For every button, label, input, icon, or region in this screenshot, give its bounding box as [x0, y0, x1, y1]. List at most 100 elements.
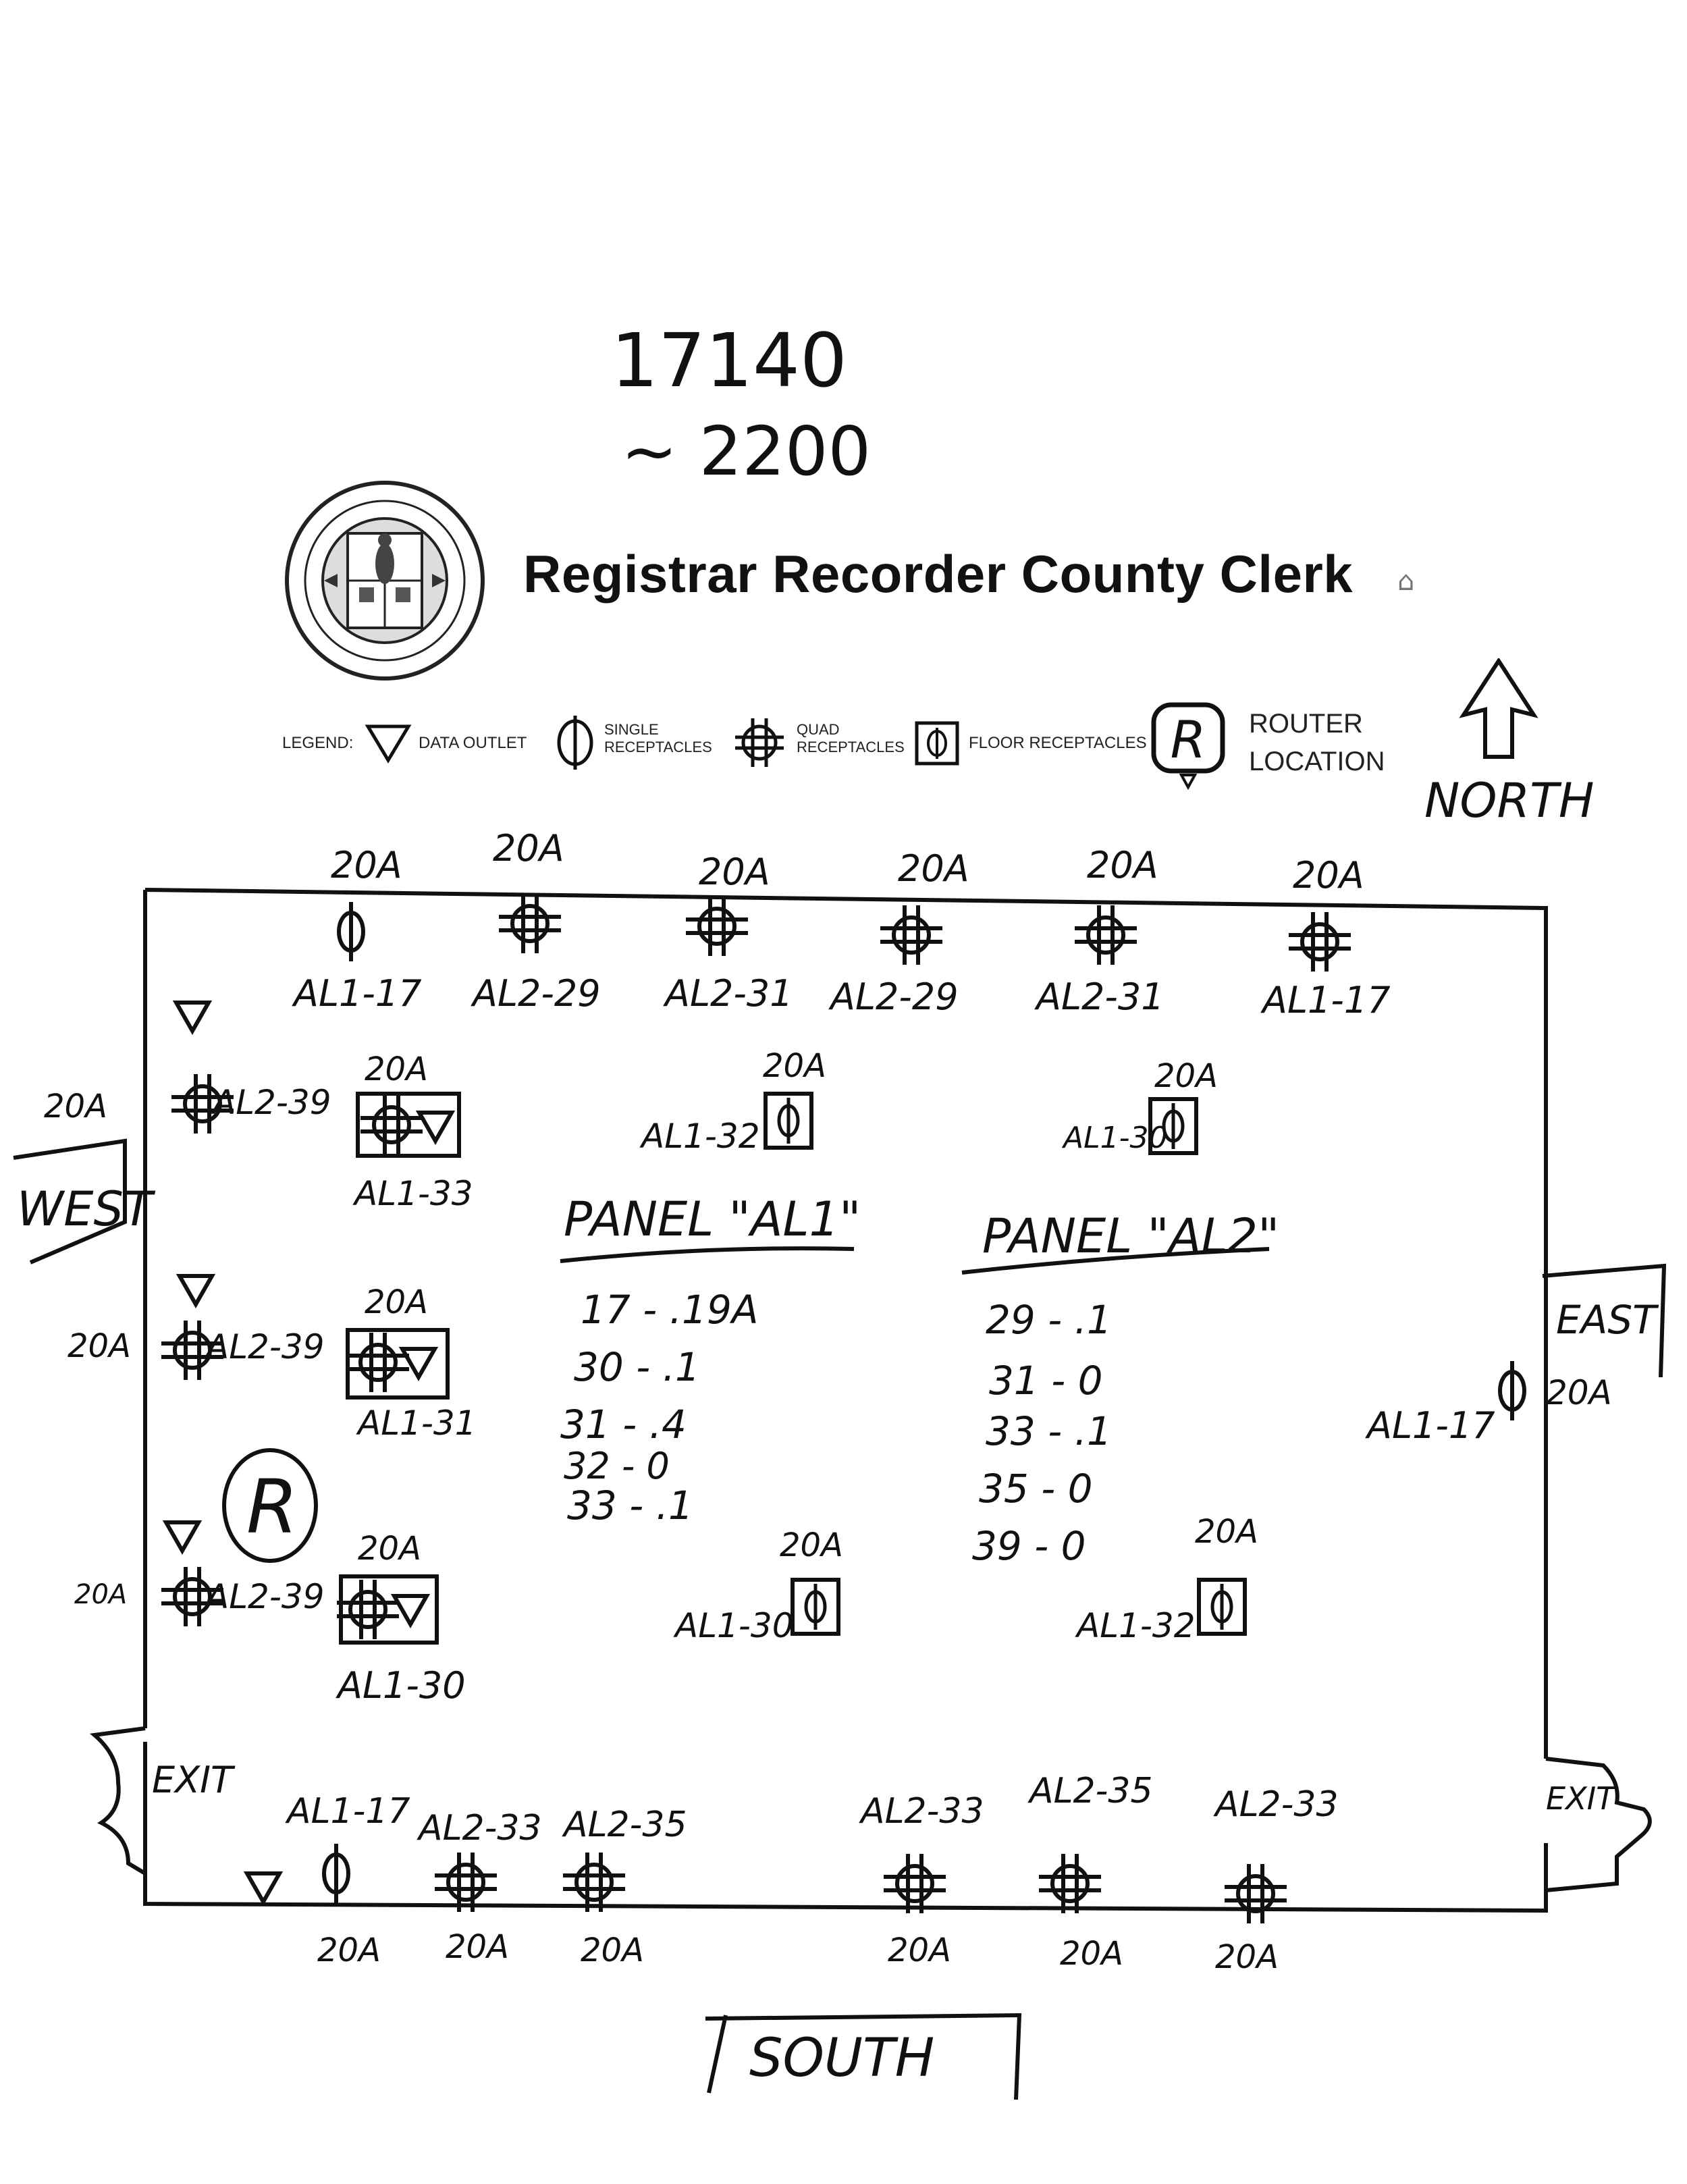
north-amp-2: 20A: [493, 827, 564, 870]
south-quad-receptacle: [1225, 1864, 1287, 1923]
box-data-outlet: [419, 1113, 452, 1141]
north-amp-6: 20A: [1293, 854, 1364, 897]
south-label: SOUTH: [749, 2028, 934, 2089]
south-amp-4: 20A: [888, 1932, 951, 1969]
north-amp-4: 20A: [898, 847, 969, 890]
north-circuit-5: AL2-31: [1034, 976, 1164, 1018]
panel-al1: PANEL "AL1" 17 - .19A 30 - .1 31 - .4 32…: [560, 1192, 861, 1528]
south-quad-receptacle: [1039, 1854, 1101, 1913]
east-label-box: [1542, 1263, 1667, 1378]
router-marker: R: [222, 1448, 318, 1563]
west-floor-boxes: 20A AL1-33 20A AL1-31 20A AL1-30: [336, 1050, 477, 1707]
data-outlet-icon: [365, 724, 412, 764]
page-title: Registrar Recorder County Clerk: [523, 544, 1354, 604]
west-circuit-2: AL2-39: [204, 1327, 325, 1366]
room-walls: [89, 888, 1652, 1913]
south-amp-6: 20A: [1215, 1938, 1279, 1976]
floor-amp-4: 20A: [1195, 1513, 1258, 1551]
east-single-receptacle: [1500, 1361, 1524, 1420]
west-circuit-1: AL2-39: [211, 1083, 331, 1122]
east-wall-receptacle: AL1-17 20A: [1365, 1361, 1612, 1447]
west-amp-1: 20A: [44, 1088, 107, 1125]
router-letter: R: [1171, 710, 1206, 770]
east-label: EAST: [1556, 1297, 1659, 1343]
south-circuit-2: AL2-33: [417, 1808, 542, 1848]
south-single-receptacle: [324, 1844, 348, 1903]
west-label: WEST: [17, 1181, 156, 1237]
north-quad-receptacle: [880, 905, 942, 965]
panel-al1-row: 31 - .4: [560, 1402, 687, 1447]
north-amp-3: 20A: [699, 851, 770, 893]
floor-circuit-4: AL1-32: [1075, 1606, 1196, 1645]
panel-al2-row: 33 - .1: [986, 1408, 1112, 1454]
note-number: 17140: [611, 317, 847, 404]
floor-box: [339, 1574, 439, 1645]
panel-al1-row: 30 - .1: [574, 1344, 700, 1390]
exit-left-label: EXIT: [152, 1759, 236, 1801]
east-circuit: AL1-17: [1365, 1404, 1495, 1447]
data-outlet-marker: [247, 1873, 279, 1902]
box-amp-3: 20A: [358, 1530, 421, 1568]
north-circuit-6: AL1-17: [1260, 979, 1391, 1021]
south-amp-5: 20A: [1060, 1935, 1123, 1973]
panel-al2-row: 39 - 0: [972, 1523, 1086, 1569]
box-amp-2: 20A: [365, 1283, 428, 1321]
panel-al2: PANEL "AL2" 29 - .1 31 - 0 33 - .1 35 - …: [961, 1208, 1279, 1569]
county-seal: [284, 479, 486, 682]
floor-box: [346, 1328, 450, 1400]
north-single-receptacle: [339, 902, 363, 961]
north-circuit-2: AL2-29: [471, 972, 601, 1015]
north-arrow-icon: [1459, 658, 1538, 759]
north-wall-receptacles: 20A AL1-17 20A AL2-29 20A AL2-31 20A AL2…: [292, 827, 1391, 1021]
west-wall-receptacles: 20A AL2-39 20A AL2-39 20A AL2-39: [44, 1003, 331, 1626]
panel-al1-row: 33 - .1: [567, 1483, 693, 1528]
box-quad-receptacle: [347, 1333, 409, 1392]
home-icon: ⌂: [1397, 566, 1415, 597]
legend-label: LEGEND:: [282, 734, 354, 752]
floor-receptacle-icon: [915, 721, 959, 766]
north-amp-1: 20A: [331, 844, 402, 886]
box-data-outlet: [394, 1596, 427, 1624]
south-label-box: [705, 2013, 1022, 2100]
floor-receptacle-symbol: [793, 1580, 838, 1634]
south-circuit-3: AL2-35: [562, 1805, 687, 1845]
south-quad-receptacle: [884, 1854, 946, 1913]
box-circuit-2: AL1-31: [356, 1404, 477, 1443]
north-amp-5: 20A: [1087, 844, 1158, 886]
legend-data-outlet: DATA OUTLET: [419, 734, 527, 752]
south-quad-receptacle: [563, 1853, 625, 1912]
router-line1: ROUTER: [1249, 709, 1363, 739]
east-amp: 20A: [1546, 1373, 1612, 1412]
data-outlet-marker: [176, 1003, 209, 1031]
north-label: NORTH: [1424, 773, 1595, 828]
south-amp-1: 20A: [317, 1932, 381, 1969]
north-circuit-4: AL2-29: [828, 976, 959, 1018]
panel-al2-row: 29 - .1: [986, 1297, 1112, 1343]
west-label-box: [13, 1138, 127, 1264]
legend-router: ROUTER LOCATION: [1249, 705, 1385, 780]
panel-al2-row: 31 - 0: [989, 1358, 1103, 1404]
north-quad-receptacle: [1289, 912, 1351, 971]
box-circuit-1: AL1-33: [352, 1174, 473, 1213]
box-circuit-3: AL1-30: [336, 1664, 466, 1707]
south-circuit-5: AL2-35: [1027, 1771, 1153, 1811]
router-line2: LOCATION: [1249, 747, 1385, 776]
south-wall-receptacles: AL1-17 20A AL2-33 20A AL2-35 20A AL2-33 …: [247, 1771, 1339, 1976]
floor-receptacles: 20A AL1-32 20A AL1-30 20A AL1-30 20A AL1…: [639, 1047, 1258, 1645]
south-circuit-6: AL2-33: [1213, 1784, 1339, 1825]
box-amp-1: 20A: [365, 1050, 428, 1088]
south-circuit-4: AL2-33: [859, 1791, 984, 1832]
panel-al2-row: 35 - 0: [979, 1466, 1093, 1512]
box-data-outlet: [402, 1349, 435, 1377]
legend-quad: QUAD RECEPTACLES: [797, 721, 905, 755]
west-amp-3: 20A: [74, 1579, 127, 1610]
north-quad-receptacle: [499, 894, 561, 953]
panel-al1-title: PANEL "AL1": [564, 1192, 861, 1247]
legend-floor: FLOOR RECEPTACLES: [969, 734, 1147, 752]
legend-single: SINGLE RECEPTACLES: [604, 721, 712, 755]
router-marker-letter: R: [246, 1464, 298, 1550]
south-circuit-1: AL1-17: [285, 1791, 410, 1832]
floor-receptacle-symbol: [766, 1094, 811, 1148]
data-outlet-marker: [180, 1276, 212, 1304]
